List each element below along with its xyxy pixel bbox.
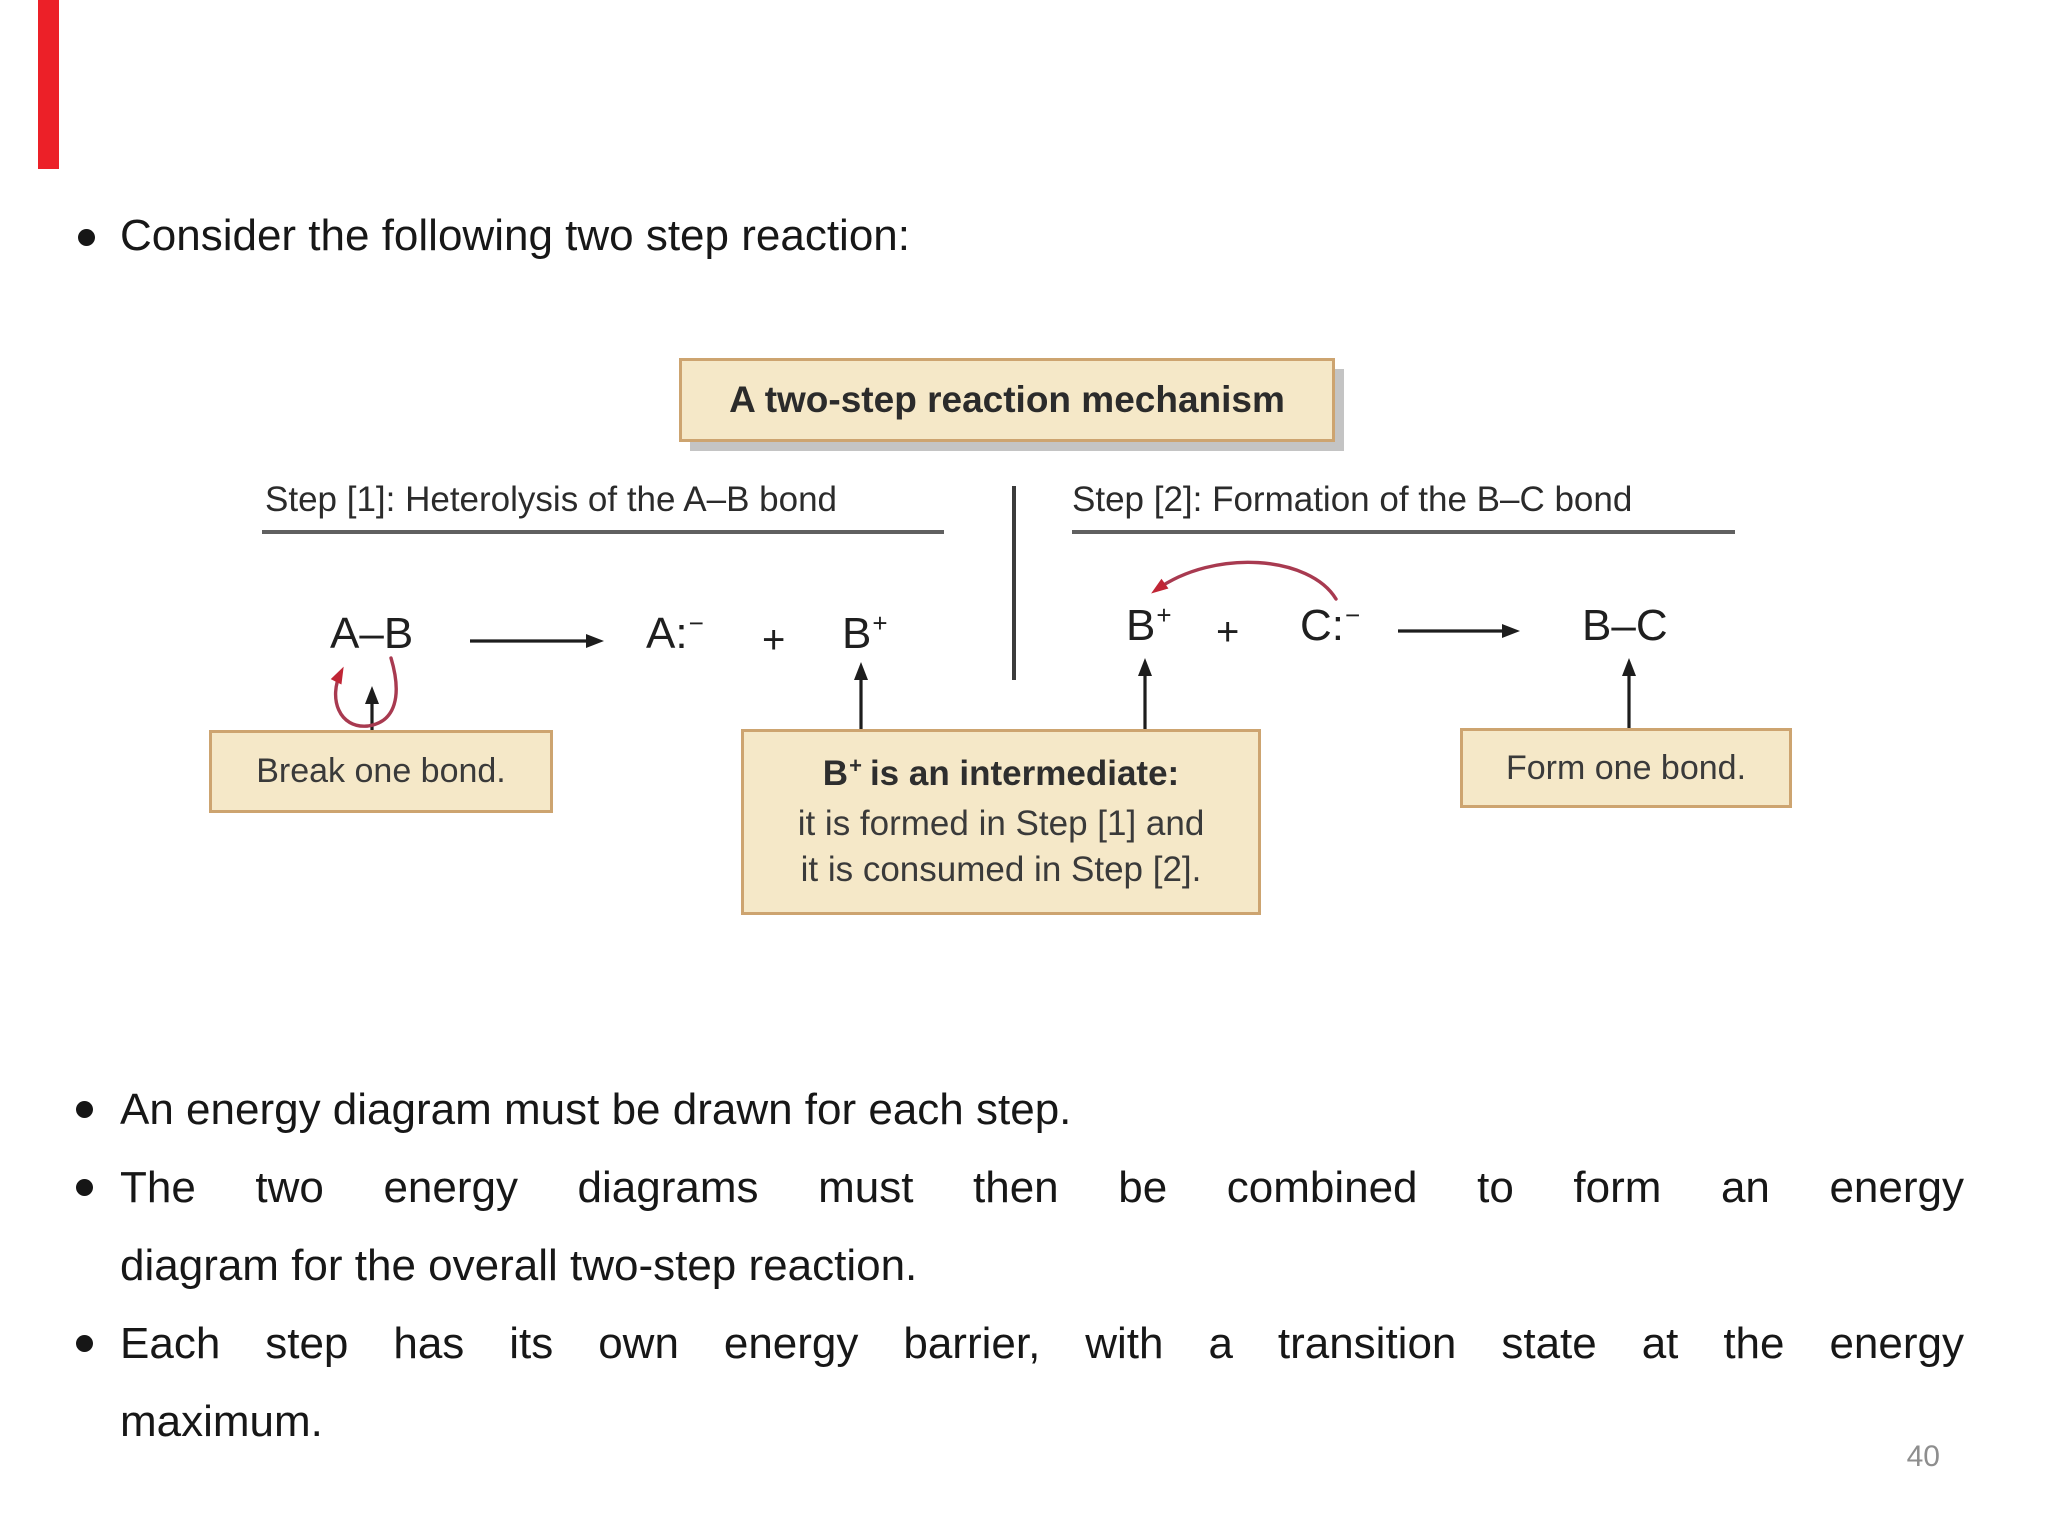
step2-header: Step [2]: Formation of the B–C bond	[1072, 480, 1633, 519]
figure-title: A two-step reaction mechanism	[729, 379, 1285, 420]
accent-bar	[38, 0, 59, 169]
anion-base: C:	[1300, 601, 1344, 650]
anion-charge: −	[688, 608, 704, 638]
form-bond-callout: Form one bond.	[1460, 728, 1792, 808]
electron-push-arrow-step2-icon	[1151, 560, 1338, 601]
body-line: The two energy diagrams must then be com…	[120, 1163, 1964, 1212]
step-divider-line	[1012, 486, 1016, 680]
step2-anion: C:−	[1300, 600, 1360, 653]
body-line: Each step has its own energy barrier, wi…	[120, 1319, 1964, 1368]
body-line: maximum.	[120, 1397, 323, 1446]
intermediate-line2: it is formed in Step [1] and	[797, 804, 1205, 843]
step1-product-anion: A:−	[646, 608, 704, 661]
step1-plus: +	[762, 618, 786, 662]
cation-charge: +	[1156, 600, 1172, 630]
bullet-dot	[76, 1179, 93, 1196]
electron-push-arrow-step1-icon	[330, 656, 398, 728]
anion-base: A:	[646, 609, 688, 658]
body-line: An energy diagram must be drawn for each…	[120, 1085, 1072, 1134]
step1-header: Step [1]: Heterolysis of the A–B bond	[265, 480, 838, 519]
cation-base: B	[1126, 601, 1156, 650]
step2-product: B–C	[1582, 601, 1668, 650]
step2-plus: +	[1216, 610, 1240, 654]
bullet-dot	[76, 1101, 93, 1118]
intermediate-line3: it is consumed in Step [2].	[800, 850, 1202, 889]
form-bond-label: Form one bond.	[1505, 748, 1747, 787]
intermediate-title-rest: is an intermediate:	[869, 754, 1180, 793]
intermediate-b: B	[822, 754, 849, 793]
body-line: diagram for the overall two-step reactio…	[120, 1241, 918, 1290]
break-bond-label: Break one bond.	[256, 752, 506, 790]
anion-charge: −	[1345, 600, 1361, 630]
step1-underline	[262, 530, 944, 534]
intermediate-callout: B+ is an intermediate: it is formed in St…	[741, 729, 1261, 915]
intermediate-title: B+ is an intermediate:	[823, 751, 1179, 801]
intro-bullet-text: Consider the following two step reaction…	[120, 211, 910, 260]
intermediate-charge: +	[849, 753, 862, 778]
cation-base: B	[842, 609, 872, 658]
step2-cation: B+	[1126, 600, 1172, 653]
cation-charge: +	[872, 608, 888, 638]
page-number: 40	[1906, 1440, 1940, 1473]
step1-reactant: A–B	[330, 609, 414, 658]
break-bond-callout: Break one bond.	[209, 730, 553, 813]
bullet-dot	[76, 1335, 93, 1352]
step2-underline	[1072, 530, 1735, 534]
step1-product-cation: B+	[842, 608, 888, 661]
figure-title-box: A two-step reaction mechanism	[679, 358, 1335, 442]
bullet-dot	[78, 229, 95, 246]
